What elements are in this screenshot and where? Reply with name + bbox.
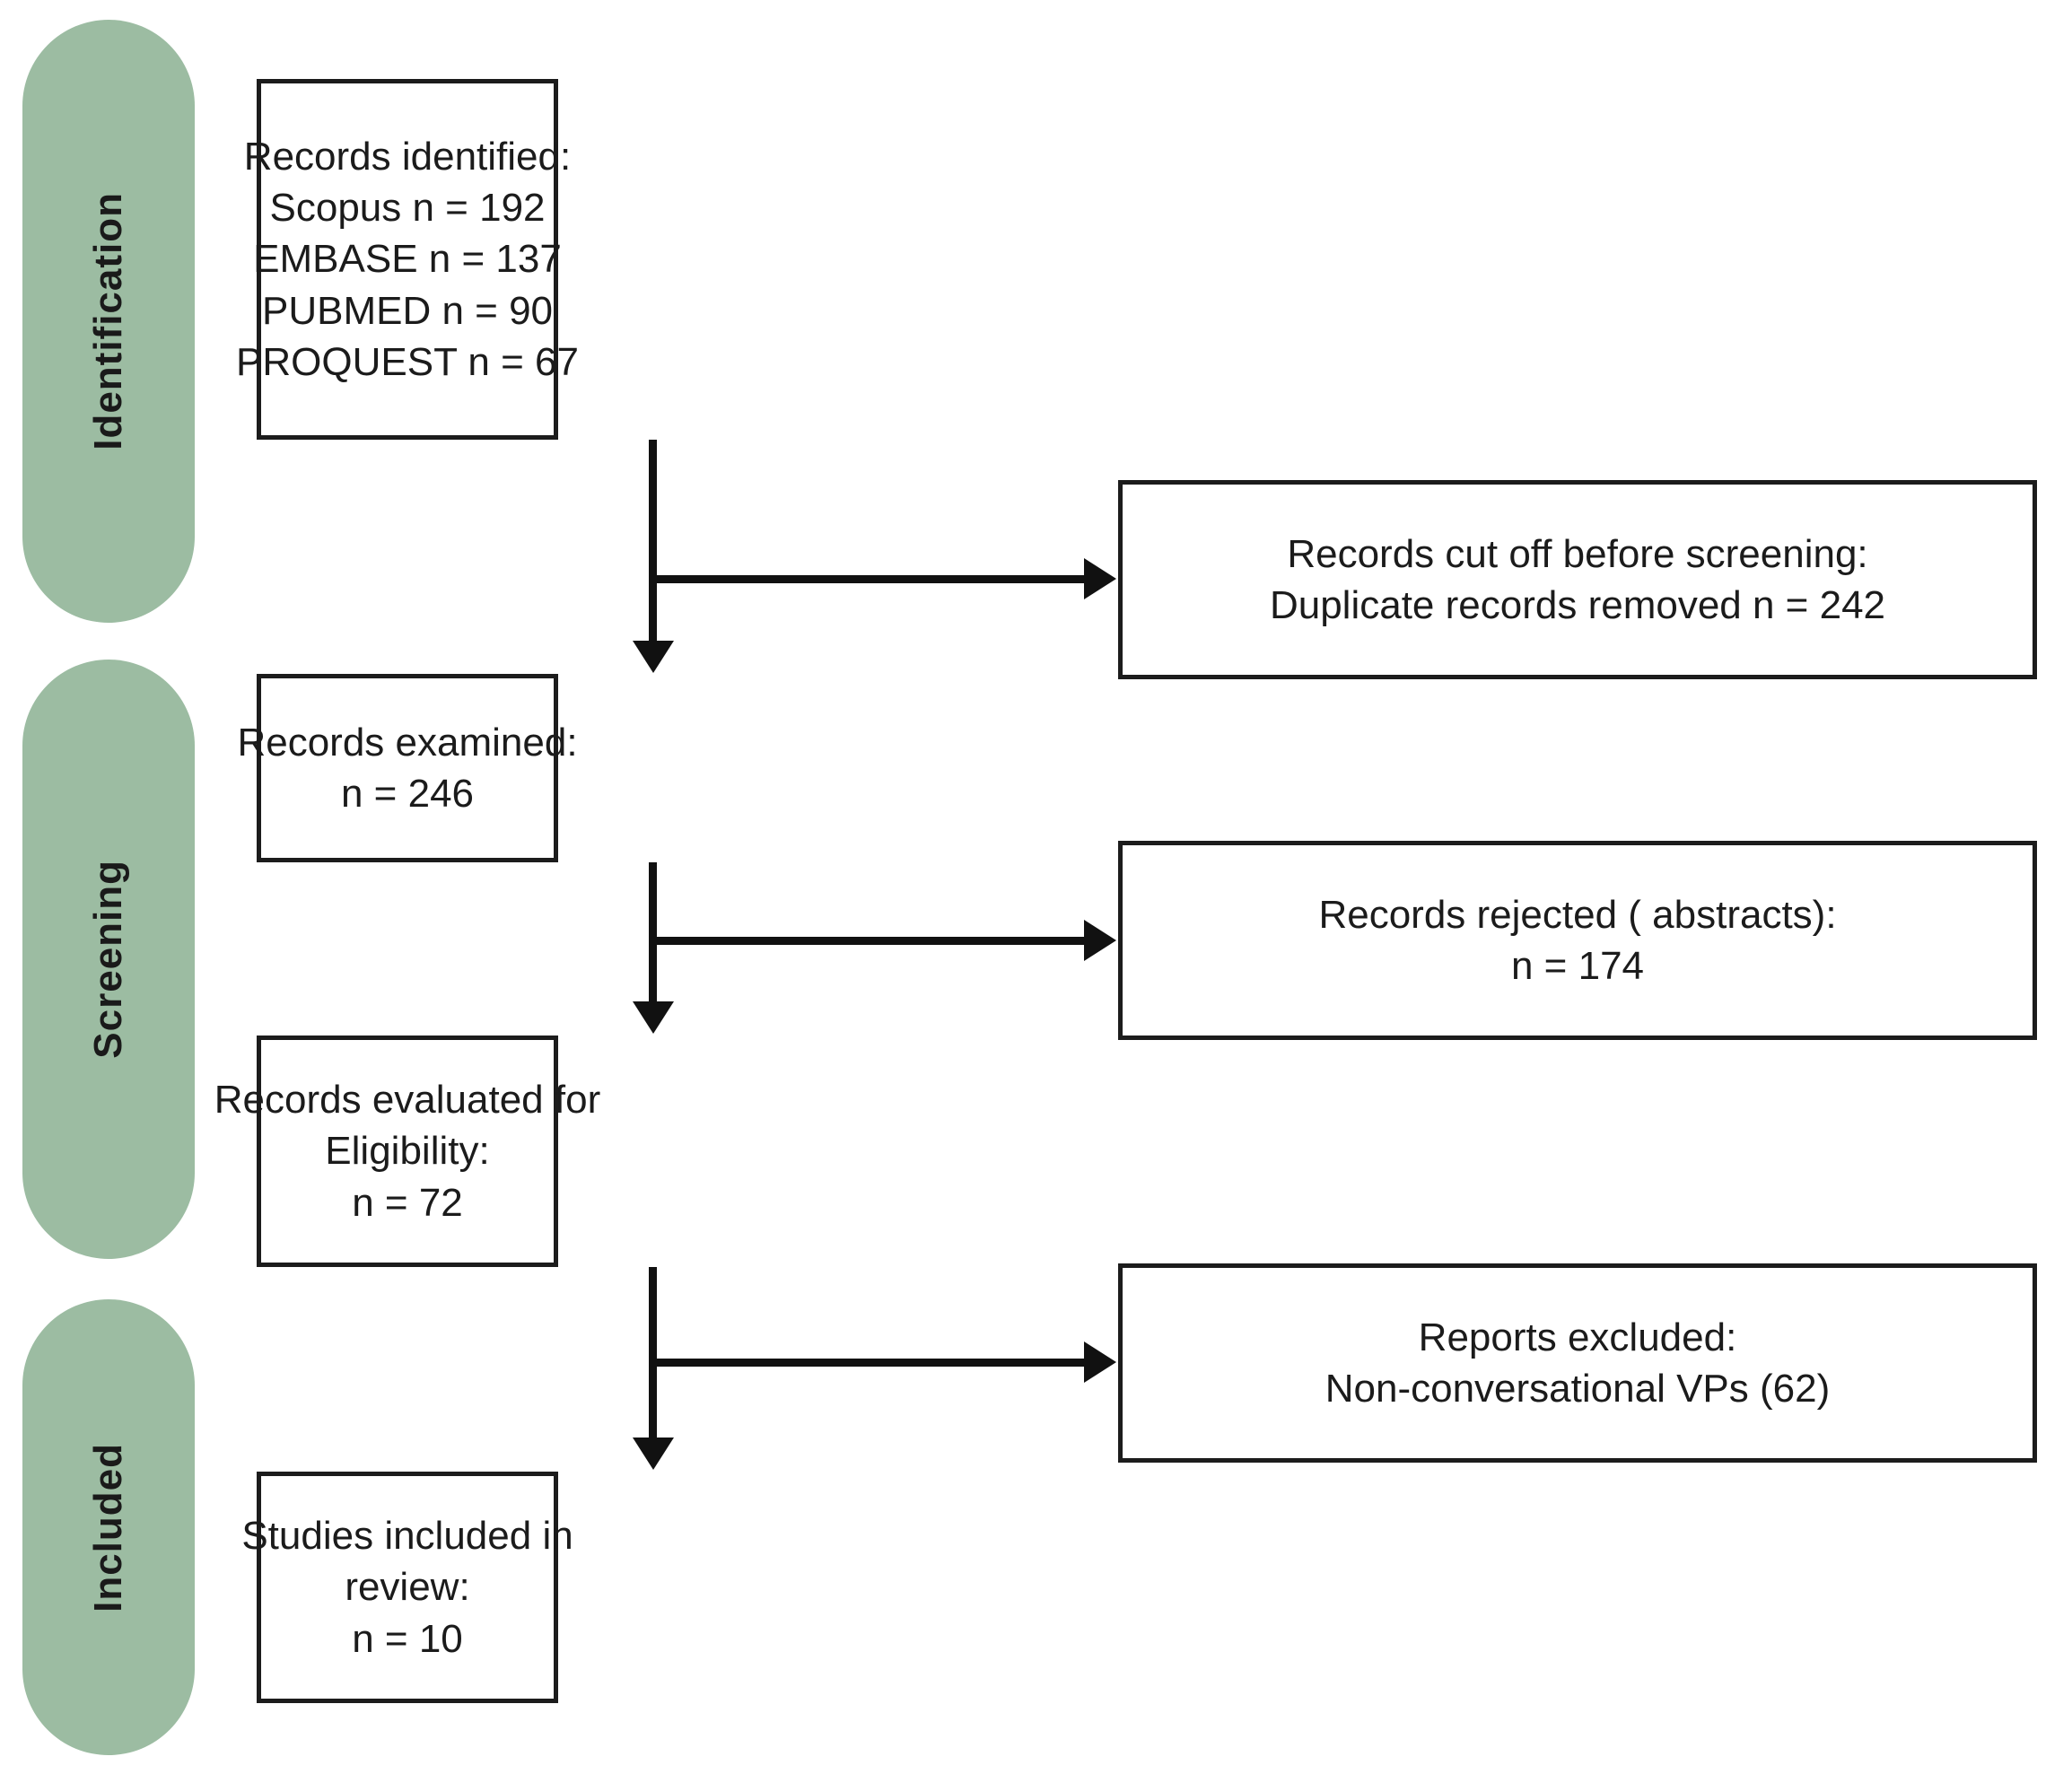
box-line: Records rejected ( abstracts):	[1318, 892, 1837, 937]
box-line: EMBASE n = 137	[253, 237, 562, 282]
connector-horizontal-to-records-cut-off	[649, 575, 1086, 583]
connector-horizontal-to-reports-excluded	[649, 1359, 1086, 1367]
box-studies-included-review: Studies included in review: n = 10	[241, 1472, 573, 1703]
box-records-rejected: Records rejected ( abstracts): n = 174	[1118, 841, 2037, 1040]
arrow-right-to-records-cut-off	[1084, 558, 1116, 599]
box-line: Reports excluded:	[1418, 1315, 1737, 1359]
connector-vertical-examined-to-eligibility	[649, 862, 657, 1003]
box-line: n = 246	[340, 772, 475, 816]
box-line: n = 72	[352, 1180, 463, 1225]
box-line: Scopus n = 192	[269, 186, 546, 231]
box-line: PROQUEST n = 67	[236, 339, 579, 384]
connector-vertical-eligibility-to-included	[649, 1267, 657, 1439]
box-records-examined: Records examined: n = 246	[237, 674, 578, 862]
box-line: review:	[345, 1565, 470, 1610]
arrow-right-to-records-rejected	[1084, 920, 1116, 961]
box-line: n = 10	[352, 1616, 463, 1661]
box-records-identified: Records identified: Scopus n = 192 EMBAS…	[236, 79, 579, 440]
arrow-down-to-studies-included	[633, 1438, 674, 1470]
arrow-down-to-records-examined	[633, 641, 674, 673]
stage-label-identification: Identification	[86, 192, 130, 450]
stage-label-screening: Screening	[86, 860, 130, 1059]
box-line: PUBMED n = 90	[261, 288, 554, 333]
stage-pill-screening: Screening	[22, 660, 195, 1259]
stage-pill-included: Included	[22, 1299, 195, 1755]
box-line: Records examined:	[237, 720, 578, 765]
arrow-down-to-records-evaluated	[633, 1001, 674, 1034]
arrow-right-to-reports-excluded	[1084, 1341, 1116, 1383]
stage-pill-identification: Identification	[22, 20, 195, 623]
box-line: Records identified:	[243, 135, 572, 179]
box-reports-excluded: Reports excluded: Non-conversational VPs…	[1118, 1263, 2037, 1463]
box-line: n = 174	[1510, 944, 1645, 988]
connector-vertical-identified-to-examined	[649, 440, 657, 642]
box-line: Duplicate records removed n = 242	[1269, 583, 1886, 627]
box-records-evaluated-eligibility: Records evaluated for Eligibility: n = 7…	[214, 1036, 600, 1267]
box-line: Eligibility:	[325, 1129, 490, 1174]
box-line: Non-conversational VPs (62)	[1325, 1367, 1831, 1411]
connector-horizontal-to-records-rejected	[649, 937, 1086, 945]
box-line: Records evaluated for	[214, 1078, 601, 1123]
box-line: Studies included in	[241, 1514, 573, 1559]
stage-label-included: Included	[86, 1442, 130, 1612]
box-line: Records cut off before screening:	[1287, 531, 1868, 576]
box-records-cut-off: Records cut off before screening: Duplic…	[1118, 480, 2037, 679]
